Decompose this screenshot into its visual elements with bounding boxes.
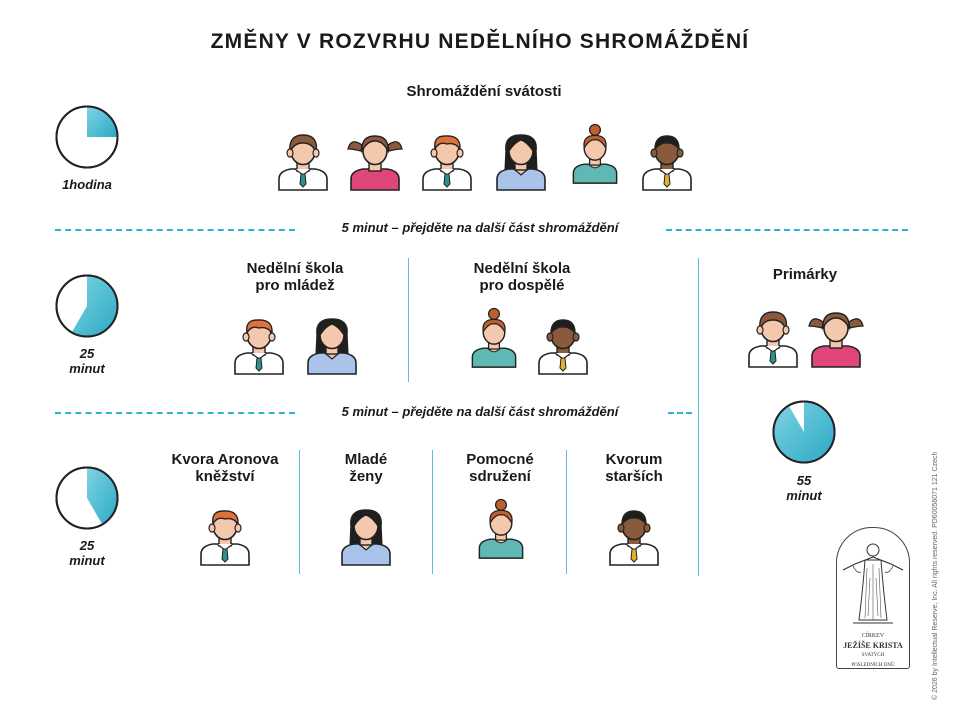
boy-icon [278,134,328,191]
boy-icon [748,311,798,368]
clock-icon-session3 [55,466,119,530]
man-dark-icon [609,510,659,566]
christus-statue-icon [842,543,904,624]
class-adult-sunday-school: Nedělní škola pro dospělé [473,260,571,294]
young-man-icon [234,319,284,375]
session2-duration: 25 minut [69,346,105,376]
young-man-icon [422,135,472,191]
transition-label-2: 5 minut – přejděte na další část shromáž… [341,404,619,419]
transition-divider-left [55,229,295,231]
class-relief-society: Pomocné sdružení [466,451,534,485]
young-woman-icon [496,134,546,191]
page-title: ZMĚNY V ROZVRHU NEDĚLNÍHO SHROMÁŽDĚNÍ [210,30,750,53]
woman-bun-icon [478,498,524,559]
man-dark-icon [538,319,588,375]
girl-pigtails-icon [808,312,864,368]
sacrament-meeting-label: Shromáždění svátosti [406,83,562,100]
man-dark-icon [642,135,692,191]
sacrament-duration: 1hodina [62,177,112,192]
class-elders-quorum: Kvorum starších [605,451,663,485]
girl-pigtails-icon [347,135,403,191]
clock-icon-primary [772,400,836,464]
young-woman-icon [307,318,357,375]
logo-line-4: POSLEDNÍCH DNŮ [851,663,895,668]
class-divider [566,450,567,574]
young-man-icon [200,510,250,566]
class-divider [299,450,300,574]
logo-line-1: CÍRKEV [861,633,885,639]
primary-duration: 55 minut [786,473,822,503]
woman-bun-icon [572,123,618,184]
class-divider [432,450,433,574]
woman-bun-icon [471,307,517,368]
primary-divider [698,258,699,576]
logo-line-2: JEŽÍŠE KRISTA [843,641,903,650]
class-young-women: Mladé ženy [344,451,388,485]
copyright-notice: © 2026 by Intellectual Reserve, Inc. All… [932,451,939,700]
primary-label: Primárky [772,266,838,283]
clock-icon-sacrament [55,105,119,169]
class-aaronic-priesthood: Kvora Aronova kněžství [171,451,279,485]
transition-divider-right [666,229,908,231]
young-woman-icon [341,509,391,566]
transition-divider-right [668,412,692,414]
class-divider [408,258,409,382]
transition-label-1: 5 minut – přejděte na další část shromáž… [341,220,619,235]
clock-icon-session2 [55,274,119,338]
church-logo: CÍRKEV JEŽÍŠE KRISTA SVATÝCH POSLEDNÍCH … [836,527,910,669]
transition-divider-left [55,412,295,414]
class-youth-sunday-school: Nedělní škola pro mládež [246,260,344,294]
logo-line-3: SVATÝCH [861,653,885,658]
session3-duration: 25 minut [69,538,105,568]
